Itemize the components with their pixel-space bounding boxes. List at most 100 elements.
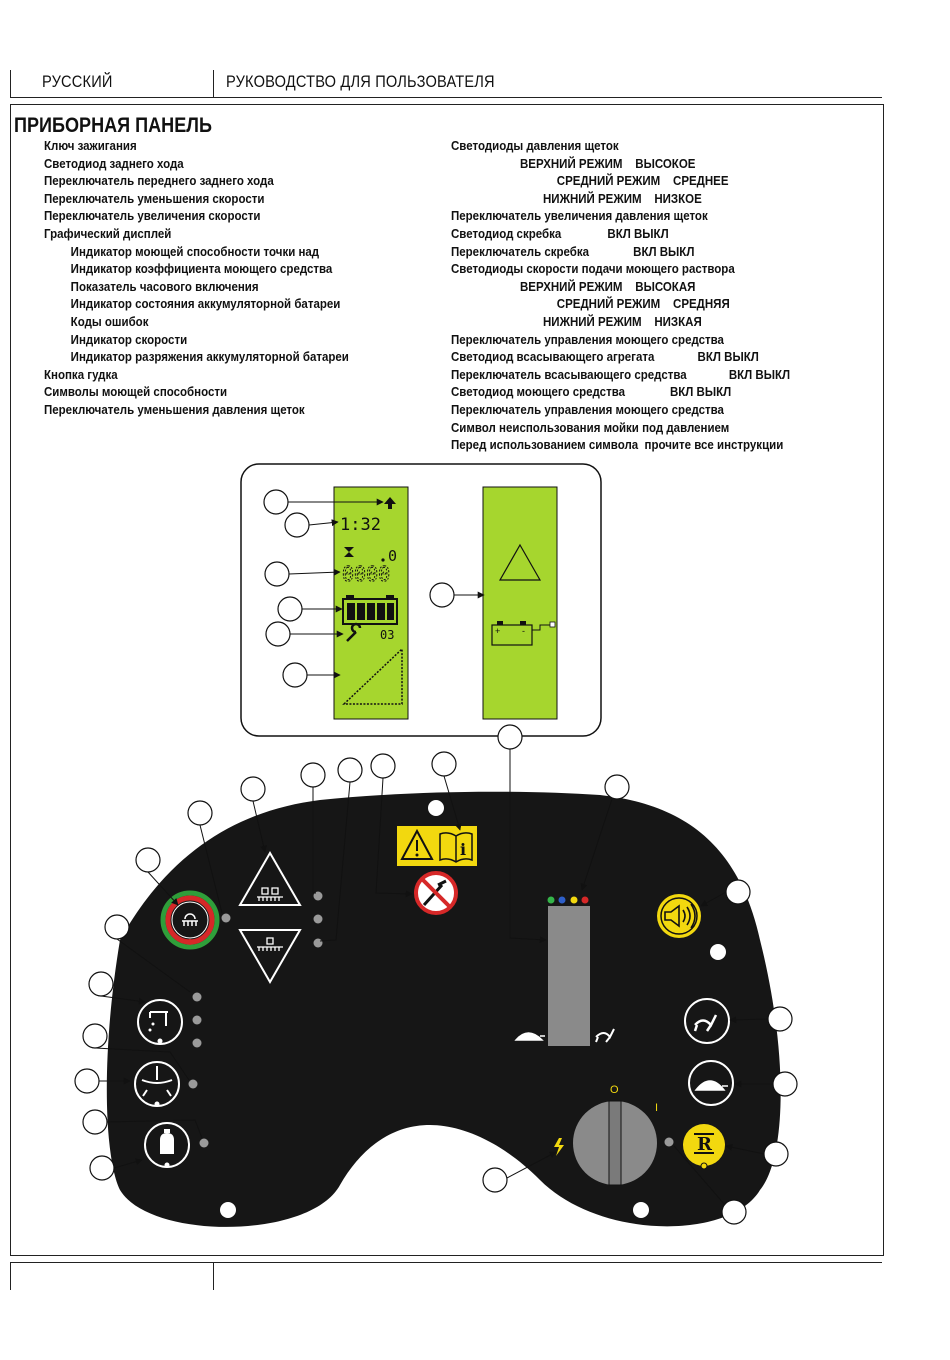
header-left-tick	[10, 70, 11, 98]
counter-digits: 0000	[342, 562, 390, 586]
content-frame	[10, 104, 884, 1256]
manual-book-icon	[439, 832, 473, 863]
battery-plus: +	[495, 626, 500, 636]
header-manual-title: РУКОВОДСТВО ДЛЯ ПОЛЬЗОВАТЕЛЯ	[226, 72, 495, 91]
panel-callouts	[74, 751, 798, 1225]
speed-up-button[interactable]	[684, 998, 730, 1044]
legend-item: Ключ зажигания	[44, 139, 137, 153]
legend-item-value: ВКЛ ВЫКЛ	[697, 350, 759, 365]
rabbit-icon	[595, 1028, 615, 1043]
error-code: 03	[380, 628, 394, 642]
vacuum-icon	[141, 1066, 173, 1097]
legend-item: Индикатор состояния аккумуляторной батар…	[70, 297, 341, 312]
rabbit-icon	[693, 1014, 718, 1032]
graphic-display-screen: 1:32 0 0000 03	[333, 486, 409, 720]
reverse-led	[664, 1137, 674, 1147]
battery-minus: -	[522, 626, 525, 636]
decimal-dot	[381, 558, 385, 562]
header-divider	[213, 70, 214, 98]
section-title: ПРИБОРНАЯ ПАНЕЛЬ	[14, 114, 212, 137]
lightning-icon	[554, 1138, 564, 1156]
legend-item-value: ВКЛ ВЫКЛ	[728, 367, 791, 382]
legend-item: Светодиоды давления щеток	[451, 139, 619, 153]
warning-triangle-icon	[498, 543, 542, 581]
warning-triangle-icon	[400, 828, 434, 860]
legend-item: ВЕРХНИЙ РЕЖИМ ВЫСОКАЯ	[520, 279, 696, 294]
legend-item: СРЕДНИЙ РЕЖИМ СРЕДНЕЕ	[556, 174, 729, 189]
svg-text:i: i	[460, 840, 466, 859]
legend-item: Индикатор коэффициента моющего средства	[70, 262, 333, 277]
hour-counter: 1:32	[340, 515, 381, 535]
legend-item: Показатель часового включения	[70, 279, 259, 294]
legend-item: Символы моющей способности	[44, 385, 228, 400]
brush-down-icon	[257, 937, 283, 951]
speed-ramp-indicator	[342, 647, 403, 705]
horn-button[interactable]	[657, 894, 701, 938]
brush-pressure-button[interactable]	[160, 890, 220, 950]
battery-low-icon: + -	[491, 621, 556, 646]
legend-item: Переключатель уменьшения скорости	[44, 191, 265, 206]
footer-left-tick	[10, 1262, 11, 1290]
display-callouts	[263, 489, 523, 750]
horn-icon	[664, 903, 696, 929]
spray-gun-icon	[422, 879, 447, 907]
brush-pressure-leds	[221, 891, 323, 948]
footer-rule	[10, 1262, 882, 1263]
battery-status-icon	[342, 595, 398, 625]
brush-down-button[interactable]	[238, 929, 302, 985]
legend-item: НИЖНИЙ РЕЖИМ НИЗКОЕ	[543, 191, 702, 206]
ignition-key-switch[interactable]: O I	[554, 1084, 658, 1186]
legend-item-value: ВКЛ ВЫКЛ	[633, 244, 695, 259]
legend-item: Светодиоды скорости подачи моющего раств…	[451, 262, 735, 277]
turtle-icon	[514, 1032, 545, 1041]
legend-item: Перед использованием символа прочите все…	[451, 438, 784, 453]
brush-up-icon	[257, 887, 283, 901]
legend-item: Переключатель переднего заднего хода	[44, 174, 274, 189]
brush-up-arrow-icon	[384, 497, 396, 509]
key-on-label: I	[655, 1102, 658, 1114]
speed-down-button[interactable]	[688, 1060, 734, 1106]
legend-item-label: Переключатель скребка	[451, 244, 590, 259]
legend-item: Индикатор моющей способности точки над	[70, 244, 320, 259]
legend-item: ВЕРХНИЙ РЕЖИМ ВЫСОКОЕ	[520, 156, 696, 171]
legend-item: Индикатор скорости	[70, 332, 188, 347]
legend-item: Переключатель управления моющего средств…	[451, 332, 724, 347]
legend-item: Переключатель уменьшения давления щеток	[44, 402, 305, 417]
legend-item: Коды ошибок	[70, 314, 149, 329]
battery-discharge-screen: + -	[482, 486, 558, 720]
legend-item: НИЖНИЙ РЕЖИМ НИЗКАЯ	[543, 314, 702, 329]
reverse-letter: R	[697, 1134, 713, 1155]
legend-item-value: ВКЛ ВЫКЛ	[607, 226, 669, 241]
detergent-bottle-button[interactable]	[144, 1122, 190, 1168]
header-top-rule	[10, 97, 882, 98]
turtle-icon	[694, 1080, 728, 1091]
legend-item: Переключатель увеличения давления щеток	[451, 209, 708, 224]
detergent-tap-icon	[149, 1011, 168, 1026]
legend-item-label: Светодиод скребка	[451, 226, 562, 241]
wrench-icon	[346, 622, 362, 642]
counter-decimal: 0	[388, 547, 397, 565]
legend-item: Символ неиспользования мойки под давлени…	[451, 420, 730, 435]
legend-item: Индикатор разряжения аккумуляторной бата…	[70, 350, 349, 365]
mounting-holes	[220, 800, 726, 1218]
legend-item: Кнопка гудка	[44, 367, 118, 382]
legend-item: Переключатель увеличения скорости	[44, 209, 261, 224]
vacuum-button[interactable]	[134, 1061, 180, 1107]
detergent-control-button[interactable]	[137, 999, 183, 1045]
brush-up-button[interactable]	[238, 850, 302, 906]
legend-item-state: Переключатель скребка ВКЛ ВЫКЛ	[451, 244, 783, 262]
display-leader-lines	[288, 498, 485, 679]
panel-leader-lines	[94, 749, 773, 1206]
legend-item-value: ВКЛ ВЫКЛ	[669, 385, 732, 400]
no-pressure-wash-symbol	[414, 871, 458, 915]
hourglass-icon	[344, 547, 354, 557]
detergent-speed-leds	[188, 992, 209, 1148]
detergent-bottle-icon	[160, 1129, 174, 1154]
legend-item: СРЕДНИЙ РЕЖИМ СРЕДНЯЯ	[556, 297, 730, 312]
legend-item: Графический дисплей	[44, 226, 172, 241]
reverse-button[interactable]: R	[683, 1124, 725, 1170]
